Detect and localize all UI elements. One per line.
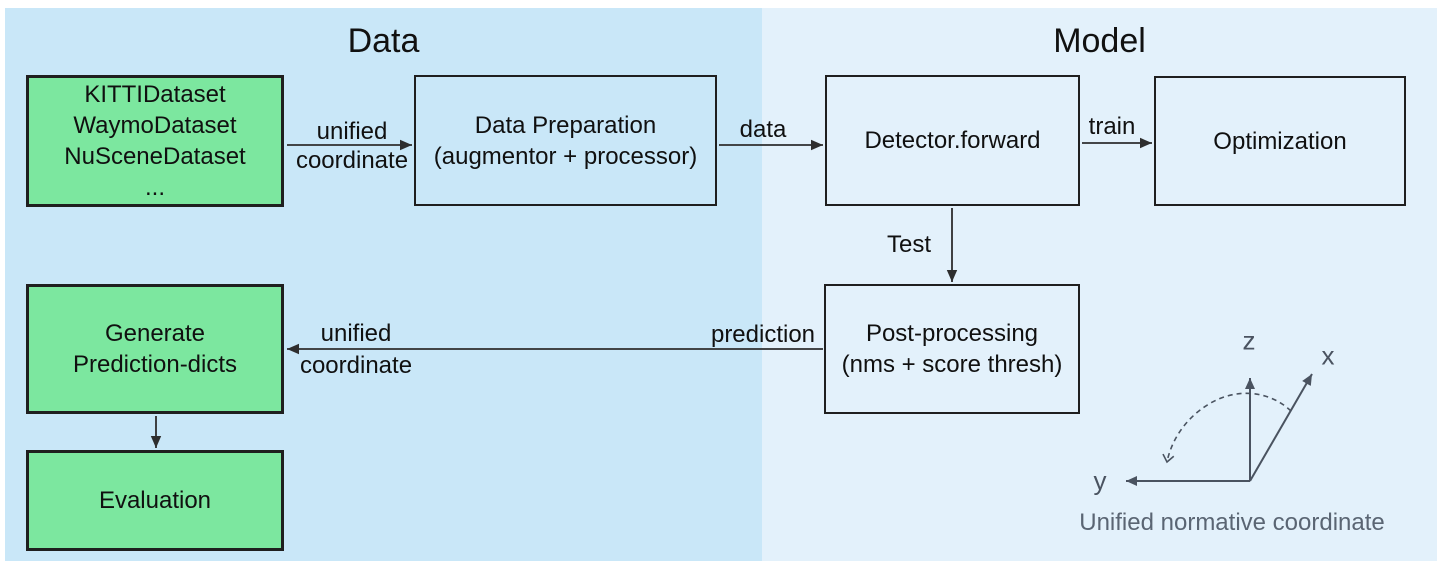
unified-coordinate-top-label-line2: coordinate	[295, 147, 409, 174]
train-edge-label: train	[1088, 113, 1136, 140]
generate-prediction-dicts-box: Generate Prediction-dicts	[26, 284, 284, 414]
post-processing-box-line: (nms + score thresh)	[841, 351, 1063, 378]
unified-coordinate-top-label-line1: unified	[316, 118, 388, 145]
y-axis-label: y	[1093, 465, 1107, 496]
optimization-box-line: Optimization	[1213, 127, 1347, 155]
post-processing-box: Post-processing (nms + score thresh)	[824, 284, 1080, 414]
data-section-title: Data	[347, 22, 420, 60]
detector-forward-box-line: Detector.forward	[864, 127, 1041, 154]
unified-coordinate-bottom-label-line1: unified	[320, 320, 392, 347]
x-axis-label: x	[1321, 340, 1335, 371]
detector-forward-box: Detector.forward	[825, 75, 1080, 206]
datasets-box-line: NuSceneDataset	[64, 143, 246, 170]
datasets-box-line: KITTIDataset	[84, 81, 226, 108]
data-edge-label: data	[739, 116, 787, 143]
data-preparation-box-line: Data Preparation	[474, 111, 657, 139]
evaluation-box-line: Evaluation	[98, 487, 212, 514]
model-section-title: Model	[1053, 22, 1146, 60]
z-axis-label: z	[1242, 325, 1256, 356]
post-processing-box-line: Post-processing	[865, 320, 1039, 347]
unified-coordinate-bottom-label-line2: coordinate	[299, 352, 413, 379]
generate-prediction-dicts-box-line: Generate	[104, 320, 206, 347]
datasets-box-line: ...	[144, 174, 165, 201]
datasets-box: KITTIDataset WaymoDataset NuSceneDataset…	[26, 75, 284, 207]
generate-prediction-dicts-box-line: Prediction-dicts	[72, 351, 238, 378]
optimization-box: Optimization	[1154, 76, 1406, 206]
test-edge-label: Test	[886, 231, 932, 258]
datasets-box-line: WaymoDataset	[73, 112, 237, 139]
data-preparation-box-line: (augmentor + processor)	[433, 142, 698, 170]
coordinate-caption: Unified normative coordinate	[1079, 509, 1385, 536]
evaluation-box: Evaluation	[26, 450, 284, 551]
data-preparation-box: Data Preparation (augmentor + processor)	[414, 75, 717, 206]
prediction-edge-label: prediction	[710, 321, 816, 348]
